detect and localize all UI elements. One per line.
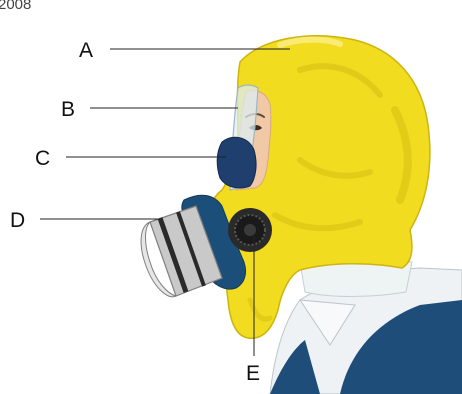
label-d: D <box>10 209 25 232</box>
exhalation-valve <box>228 208 272 252</box>
label-a: A <box>79 39 93 62</box>
label-c: C <box>35 147 50 170</box>
label-e: E <box>246 362 260 385</box>
year-text: 2008 <box>0 0 31 13</box>
nose-cup <box>217 137 256 188</box>
label-b: B <box>61 98 75 121</box>
